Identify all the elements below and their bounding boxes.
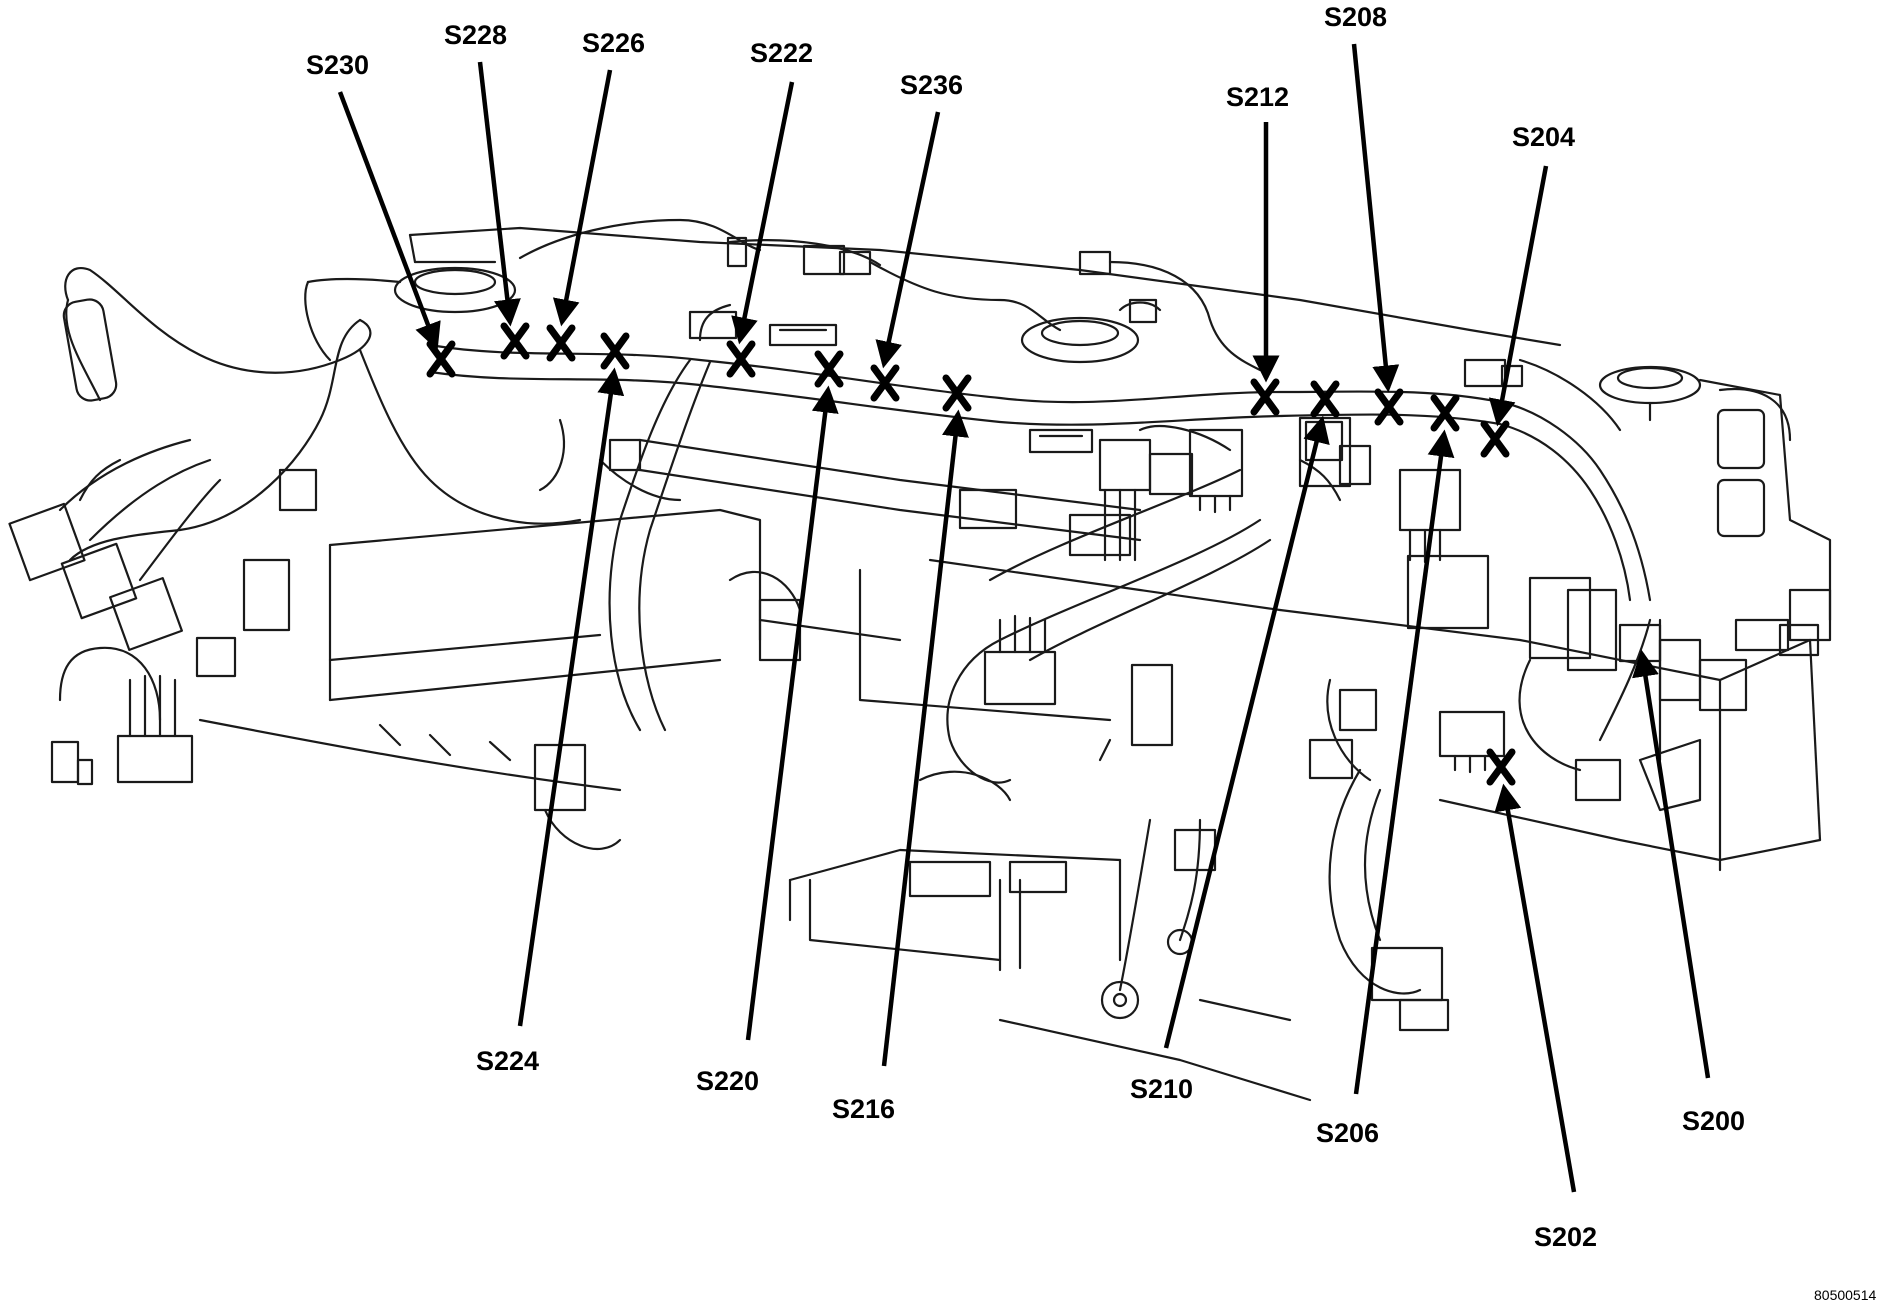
label-s228: S228 [444, 20, 507, 50]
leader-s228 [477, 61, 521, 327]
leader-s204 [1488, 165, 1549, 427]
splice-mark-s216 [942, 374, 972, 412]
label-s226: S226 [582, 28, 645, 58]
splice-mark-s228 [500, 322, 530, 360]
callout-leaders [337, 43, 1711, 1193]
splice-mark-s230 [426, 340, 456, 378]
label-s220: S220 [696, 1066, 759, 1096]
leader-s230 [337, 91, 441, 351]
label-s236: S236 [900, 70, 963, 100]
leader-s236 [875, 111, 941, 369]
figure-id: 80500514 [1814, 1287, 1877, 1303]
label-s222: S222 [750, 38, 813, 68]
splice-mark-s210 [1310, 380, 1340, 418]
splice-mark-s202 [1486, 748, 1516, 786]
splice-mark-s206 [1430, 394, 1460, 432]
splice-mark-s204 [1480, 420, 1510, 458]
leader-s206 [1353, 429, 1455, 1095]
label-s208: S208 [1324, 2, 1387, 32]
leader-s200 [1632, 649, 1711, 1079]
leader-s220 [745, 385, 839, 1041]
label-s202: S202 [1534, 1222, 1597, 1252]
leader-s202 [1494, 783, 1577, 1193]
splice-mark-s226 [546, 324, 576, 362]
leader-s222 [731, 81, 795, 345]
label-s200: S200 [1682, 1106, 1745, 1136]
splice-mark-s222 [726, 340, 756, 378]
splice-mark-s212 [1250, 378, 1280, 416]
splice-labels: S230 S228 S226 S222 S236 S208 S212 S204 … [306, 2, 1877, 1303]
leader-s208 [1351, 43, 1400, 393]
splice-mark-s224 [600, 332, 630, 370]
leader-s224 [517, 367, 625, 1027]
label-s212: S212 [1226, 82, 1289, 112]
label-s230: S230 [306, 50, 369, 80]
leader-s226 [552, 69, 613, 327]
label-s224: S224 [476, 1046, 539, 1076]
leader-s210 [1163, 415, 1330, 1049]
label-s210: S210 [1130, 1074, 1193, 1104]
splice-mark-s208 [1374, 388, 1404, 426]
splice-mark-s220 [814, 350, 844, 388]
splice-marks [426, 322, 1516, 786]
splice-mark-s236 [870, 364, 900, 402]
label-s204: S204 [1512, 122, 1575, 152]
leader-s216 [881, 409, 969, 1067]
instrument-panel-artwork [8, 218, 1832, 1102]
label-s216: S216 [832, 1094, 895, 1124]
label-s206: S206 [1316, 1118, 1379, 1148]
